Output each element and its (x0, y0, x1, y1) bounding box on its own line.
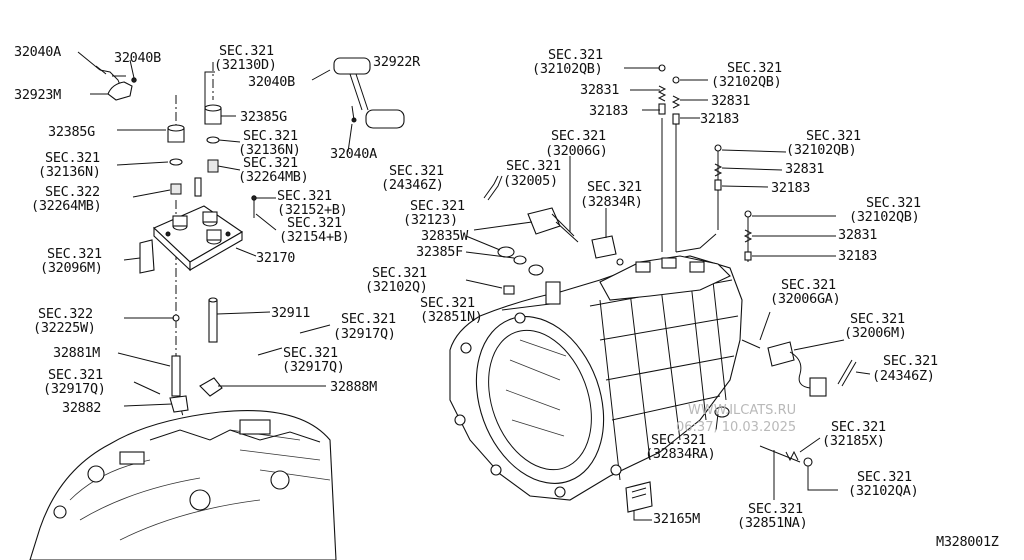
label-sec321-32917q-1a: SEC.321 (341, 311, 396, 327)
label-sec321-32152b-b: (32152+B) (277, 202, 347, 218)
label-sec321-32917q-3a: SEC.321 (48, 367, 103, 383)
label-sec321-32102qa-b: (32102QA) (848, 483, 918, 499)
label-32831-2: 32831 (711, 93, 750, 109)
label-sec321-32136n-left-b: (32136N) (38, 164, 101, 180)
label-32183-4: 32183 (838, 248, 877, 264)
callout-labels: 32040A 32040B 32923M SEC.321 (32130D) 32… (14, 43, 999, 550)
label-sec321-32834ra-b: (32834RA) (645, 446, 715, 462)
label-32385g-mid: 32385G (240, 109, 287, 125)
label-sec321-32006ga-a: SEC.321 (781, 277, 836, 293)
label-32882: 32882 (62, 400, 101, 416)
label-sec321-32130d-a: SEC.321 (219, 43, 274, 59)
label-sec321-32185x-a: SEC.321 (831, 419, 886, 435)
label-sec321-32006g-b: (32006G) (545, 143, 608, 159)
label-sec321-32917q-3b: (32917Q) (43, 381, 106, 397)
label-sec321-32152b-a: SEC.321 (277, 188, 332, 204)
label-sec321-32102qb-4a: SEC.321 (866, 195, 921, 211)
label-sec321-32102qb-3b: (32102QB) (786, 142, 856, 158)
label-sec321-32917q-1b: (32917Q) (333, 326, 396, 342)
label-sec321-32834r-b: (32834R) (580, 194, 643, 210)
label-sec321-32136n-mid-b: (32136N) (238, 142, 301, 158)
label-diagram-code: M328001Z (936, 534, 999, 550)
label-sec321-32006ga-b: (32006GA) (770, 291, 840, 307)
label-sec322-32225w-b: (32225W) (33, 320, 96, 336)
watermark-timestamp: 06:37, 10.03.2025 (676, 420, 796, 435)
label-sec322-32225w-a: SEC.322 (38, 306, 93, 322)
label-sec321-32154b-a: SEC.321 (287, 215, 342, 231)
label-32170: 32170 (256, 250, 295, 266)
label-sec321-32123-a: SEC.321 (410, 198, 465, 214)
label-32831-3: 32831 (785, 161, 824, 177)
label-32888m: 32888M (330, 379, 377, 395)
label-sec321-32102q-b: (32102Q) (365, 279, 428, 295)
right-transmission-drawing (449, 64, 857, 513)
left-assembly-drawing (29, 57, 405, 560)
label-sec321-24346z-right-b: (24346Z) (872, 368, 935, 384)
label-sec321-32851na-a: SEC.321 (748, 501, 803, 517)
label-sec321-32264mb-mid-a: SEC.321 (243, 155, 298, 171)
label-sec321-24346z-top-b: (24346Z) (381, 177, 444, 193)
label-sec321-32005-b: (32005) (503, 173, 558, 189)
label-32040b-top: 32040B (114, 50, 161, 66)
label-sec321-32154b-b: (32154+B) (279, 229, 349, 245)
label-sec321-32096m-b: (32096M) (40, 260, 103, 276)
label-sec321-32851n-a: SEC.321 (420, 295, 475, 311)
label-sec321-32123-b: (32123) (403, 212, 458, 228)
label-sec321-32006m-a: SEC.321 (850, 311, 905, 327)
label-32183-2: 32183 (700, 111, 739, 127)
label-sec322-32264mb-left-b: (32264MB) (31, 198, 101, 214)
label-sec321-32102qb-3a: SEC.321 (806, 128, 861, 144)
label-sec321-32102qa-a: SEC.321 (857, 469, 912, 485)
label-32385f: 32385F (416, 244, 463, 260)
label-32385g-left: 32385G (48, 124, 95, 140)
label-sec321-32006m-b: (32006M) (844, 325, 907, 341)
label-sec321-32136n-left-a: SEC.321 (45, 150, 100, 166)
label-sec322-32264mb-left-a: SEC.322 (45, 184, 100, 200)
label-32881m: 32881M (53, 345, 100, 361)
label-32183-3: 32183 (771, 180, 810, 196)
label-sec321-32102q-a: SEC.321 (372, 265, 427, 281)
label-sec321-32102qb-4b: (32102QB) (849, 209, 919, 225)
label-sec321-24346z-top-a: SEC.321 (389, 163, 444, 179)
label-32831-1: 32831 (580, 82, 619, 98)
label-sec321-32102qb-2a: SEC.321 (727, 60, 782, 76)
label-sec321-32102qb-1b: (32102QB) (532, 61, 602, 77)
watermark-site: WWW.ILCATS.RU (688, 403, 796, 418)
label-sec321-32917q-2a: SEC.321 (283, 345, 338, 361)
label-32911: 32911 (271, 305, 310, 321)
label-sec321-32006g-a: SEC.321 (551, 128, 606, 144)
label-sec321-32917q-2b: (32917Q) (282, 359, 345, 375)
label-32183-1: 32183 (589, 103, 628, 119)
label-sec321-32130d-b: (32130D) (214, 57, 277, 73)
label-sec321-32264mb-mid-b: (32264MB) (238, 169, 308, 185)
label-32923m: 32923M (14, 87, 61, 103)
label-32165m: 32165M (653, 511, 700, 527)
label-sec321-24346z-right-a: SEC.321 (883, 353, 938, 369)
label-32835w: 32835W (421, 228, 469, 244)
label-32040b-mid: 32040B (248, 74, 295, 90)
label-sec321-32102qb-1a: SEC.321 (548, 47, 603, 63)
label-sec321-32102qb-2b: (32102QB) (711, 74, 781, 90)
label-32922r: 32922R (373, 54, 421, 70)
label-sec321-32096m-a: SEC.321 (47, 246, 102, 262)
watermark: WWW.ILCATS.RU 06:37, 10.03.2025 (676, 403, 796, 435)
label-32040a-mid: 32040A (330, 146, 377, 162)
label-sec321-32185x-b: (32185X) (822, 433, 885, 449)
label-32040a-top: 32040A (14, 44, 61, 60)
label-sec321-32834r-a: SEC.321 (587, 179, 642, 195)
leader-lines (77, 51, 871, 521)
label-sec321-32834ra-a: SEC.321 (651, 432, 706, 448)
label-sec321-32851na-b: (32851NA) (737, 515, 807, 531)
label-32831-4: 32831 (838, 227, 877, 243)
label-sec321-32005-a: SEC.321 (506, 158, 561, 174)
label-sec321-32851n-b: (32851N) (420, 309, 483, 325)
label-sec321-32136n-mid-a: SEC.321 (243, 128, 298, 144)
